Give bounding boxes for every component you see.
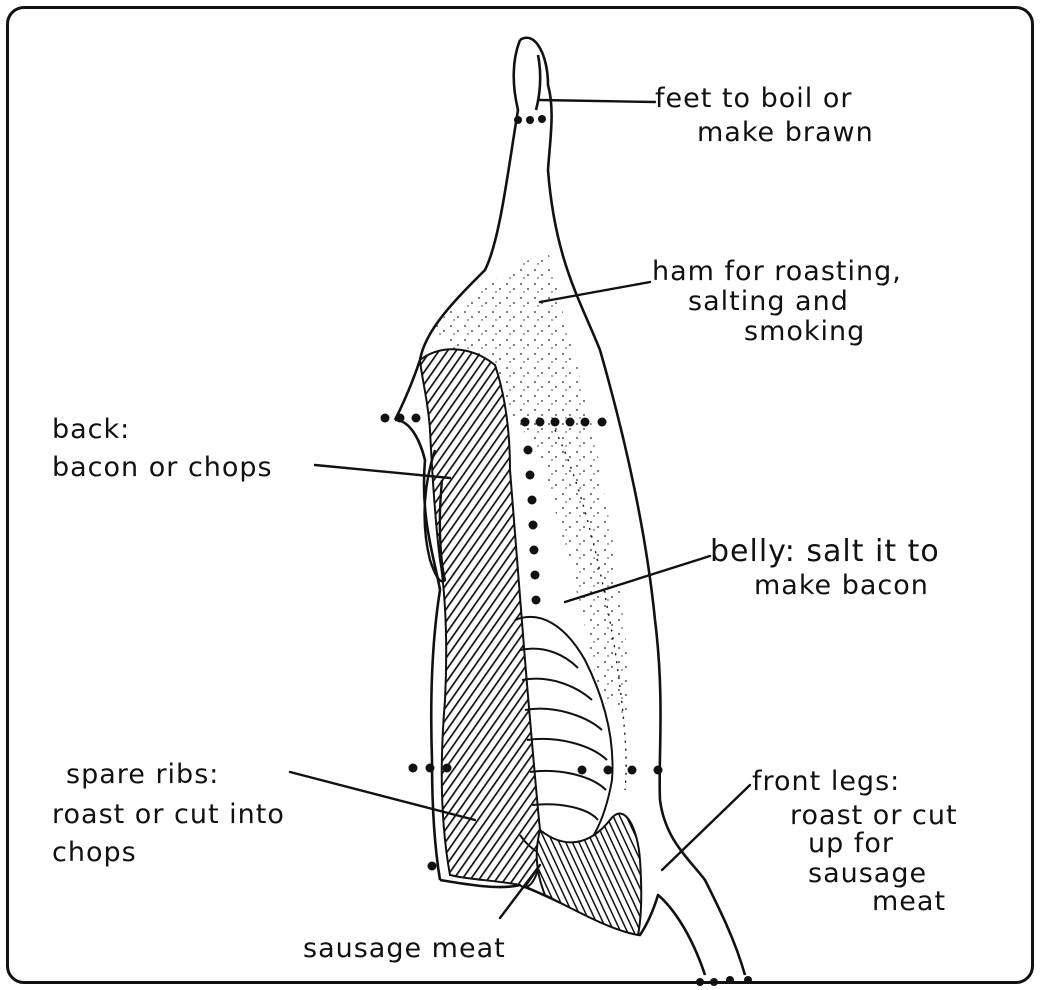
label-spare-ribs: spare ribs: roast or cut into chops [66, 758, 285, 870]
leader-feet [540, 100, 655, 102]
label-front-legs: front legs: roast or cut up for sausage … [752, 765, 972, 919]
label-ham: ham for roasting, salting and smoking [652, 255, 902, 349]
label-belly: belly: salt it to make bacon [710, 535, 940, 603]
leader-front-legs [662, 785, 750, 870]
label-back: back: bacon or chops [52, 413, 273, 485]
label-feet: feet to boil or make brawn [655, 82, 874, 150]
shoulder-hatching [537, 814, 642, 935]
label-sausage-meat: sausage meat [303, 932, 506, 966]
